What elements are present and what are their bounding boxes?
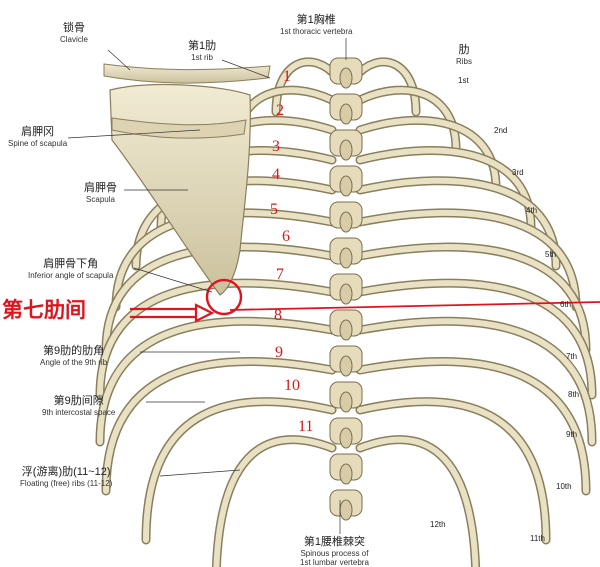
rib-label-8th: 8th [568, 390, 580, 399]
rib-label-9th: 9th [566, 430, 578, 439]
left-rib-8-fill [97, 280, 335, 398]
rib-label-3rd: 3rd [512, 168, 524, 177]
vertebra-number-9: 9 [275, 344, 283, 361]
left-rib-12-fill [213, 436, 335, 567]
spinous-process-4 [339, 175, 353, 197]
rib-label-7th: 7th [566, 352, 578, 361]
spinous-process-8 [339, 319, 353, 341]
right-rib-12-fill [357, 436, 479, 567]
spinous-process-9 [339, 355, 353, 377]
rib-label-6th: 6th [560, 300, 572, 309]
spinous-process-11 [339, 427, 353, 449]
left-rib-10-fill [103, 358, 335, 494]
marker-line [229, 301, 600, 311]
rib-label-4th: 4th [526, 206, 538, 215]
rib-label-12th: 12th [430, 520, 446, 529]
seventh-intercostal-highlight: 第七肋间 [2, 298, 86, 322]
right-rib-8-fill [357, 280, 595, 398]
rib-label-1st: 1st [458, 76, 469, 85]
right-rib-9-fill [357, 318, 595, 445]
left-rib-9-fill [97, 318, 335, 445]
spinous-process-2 [339, 103, 353, 125]
right-rib-7-fill [357, 244, 589, 353]
vertebra-number-11: 11 [298, 418, 314, 435]
spinous-process-13 [339, 499, 353, 521]
vertebral-column [329, 57, 363, 521]
rib-label-5th: 5th [545, 250, 557, 259]
marker-arrow [130, 303, 215, 323]
right-rib-10-fill [357, 358, 589, 494]
rib-label-11th: 11th [530, 534, 545, 543]
spinous-process-3 [339, 139, 353, 161]
left-rib-7-fill [103, 244, 335, 353]
vertebra-number-2: 2 [276, 102, 284, 119]
leader-lines [67, 38, 347, 534]
right-rib-8 [355, 278, 597, 400]
rib-label-2nd: 2nd [494, 126, 508, 135]
vertebra-number-1: 1 [283, 68, 291, 85]
vertebra-number-7: 7 [276, 266, 284, 283]
clavicle-bone [103, 63, 271, 84]
left-rib-11-fill [143, 398, 335, 543]
spinous-process-12 [339, 463, 353, 485]
right-rib-9 [355, 316, 597, 447]
vertebra-number-6: 6 [282, 228, 290, 245]
right-rib-6-fill [357, 209, 579, 310]
spinous-process-10 [339, 391, 353, 413]
marker-circle [205, 278, 243, 316]
vertebra-number-8: 8 [274, 307, 282, 324]
vertebra-number-5: 5 [270, 201, 278, 218]
spinous-process-7 [339, 283, 353, 305]
right-rib-5-fill [357, 177, 559, 269]
right-rib-10 [355, 357, 591, 496]
right-rib-2-fill [357, 87, 459, 152]
spinous-process-1 [339, 67, 353, 89]
spinous-process-6 [339, 247, 353, 269]
right-rib-12 [355, 435, 481, 567]
floating-ribs-label: 浮(游离)肋(11~12)Floating (free) ribs (11-12… [20, 466, 113, 488]
vertebra-number-4: 4 [272, 166, 280, 183]
spinous-process-5 [339, 211, 353, 233]
right-rib-11-fill [357, 398, 549, 543]
rib-label-10th: 10th [556, 482, 572, 491]
vertebra-number-10: 10 [284, 377, 300, 394]
right-rib-1-fill [357, 58, 419, 115]
vertebra-number-3: 3 [272, 138, 280, 155]
left-rib-1-fill [273, 58, 335, 115]
